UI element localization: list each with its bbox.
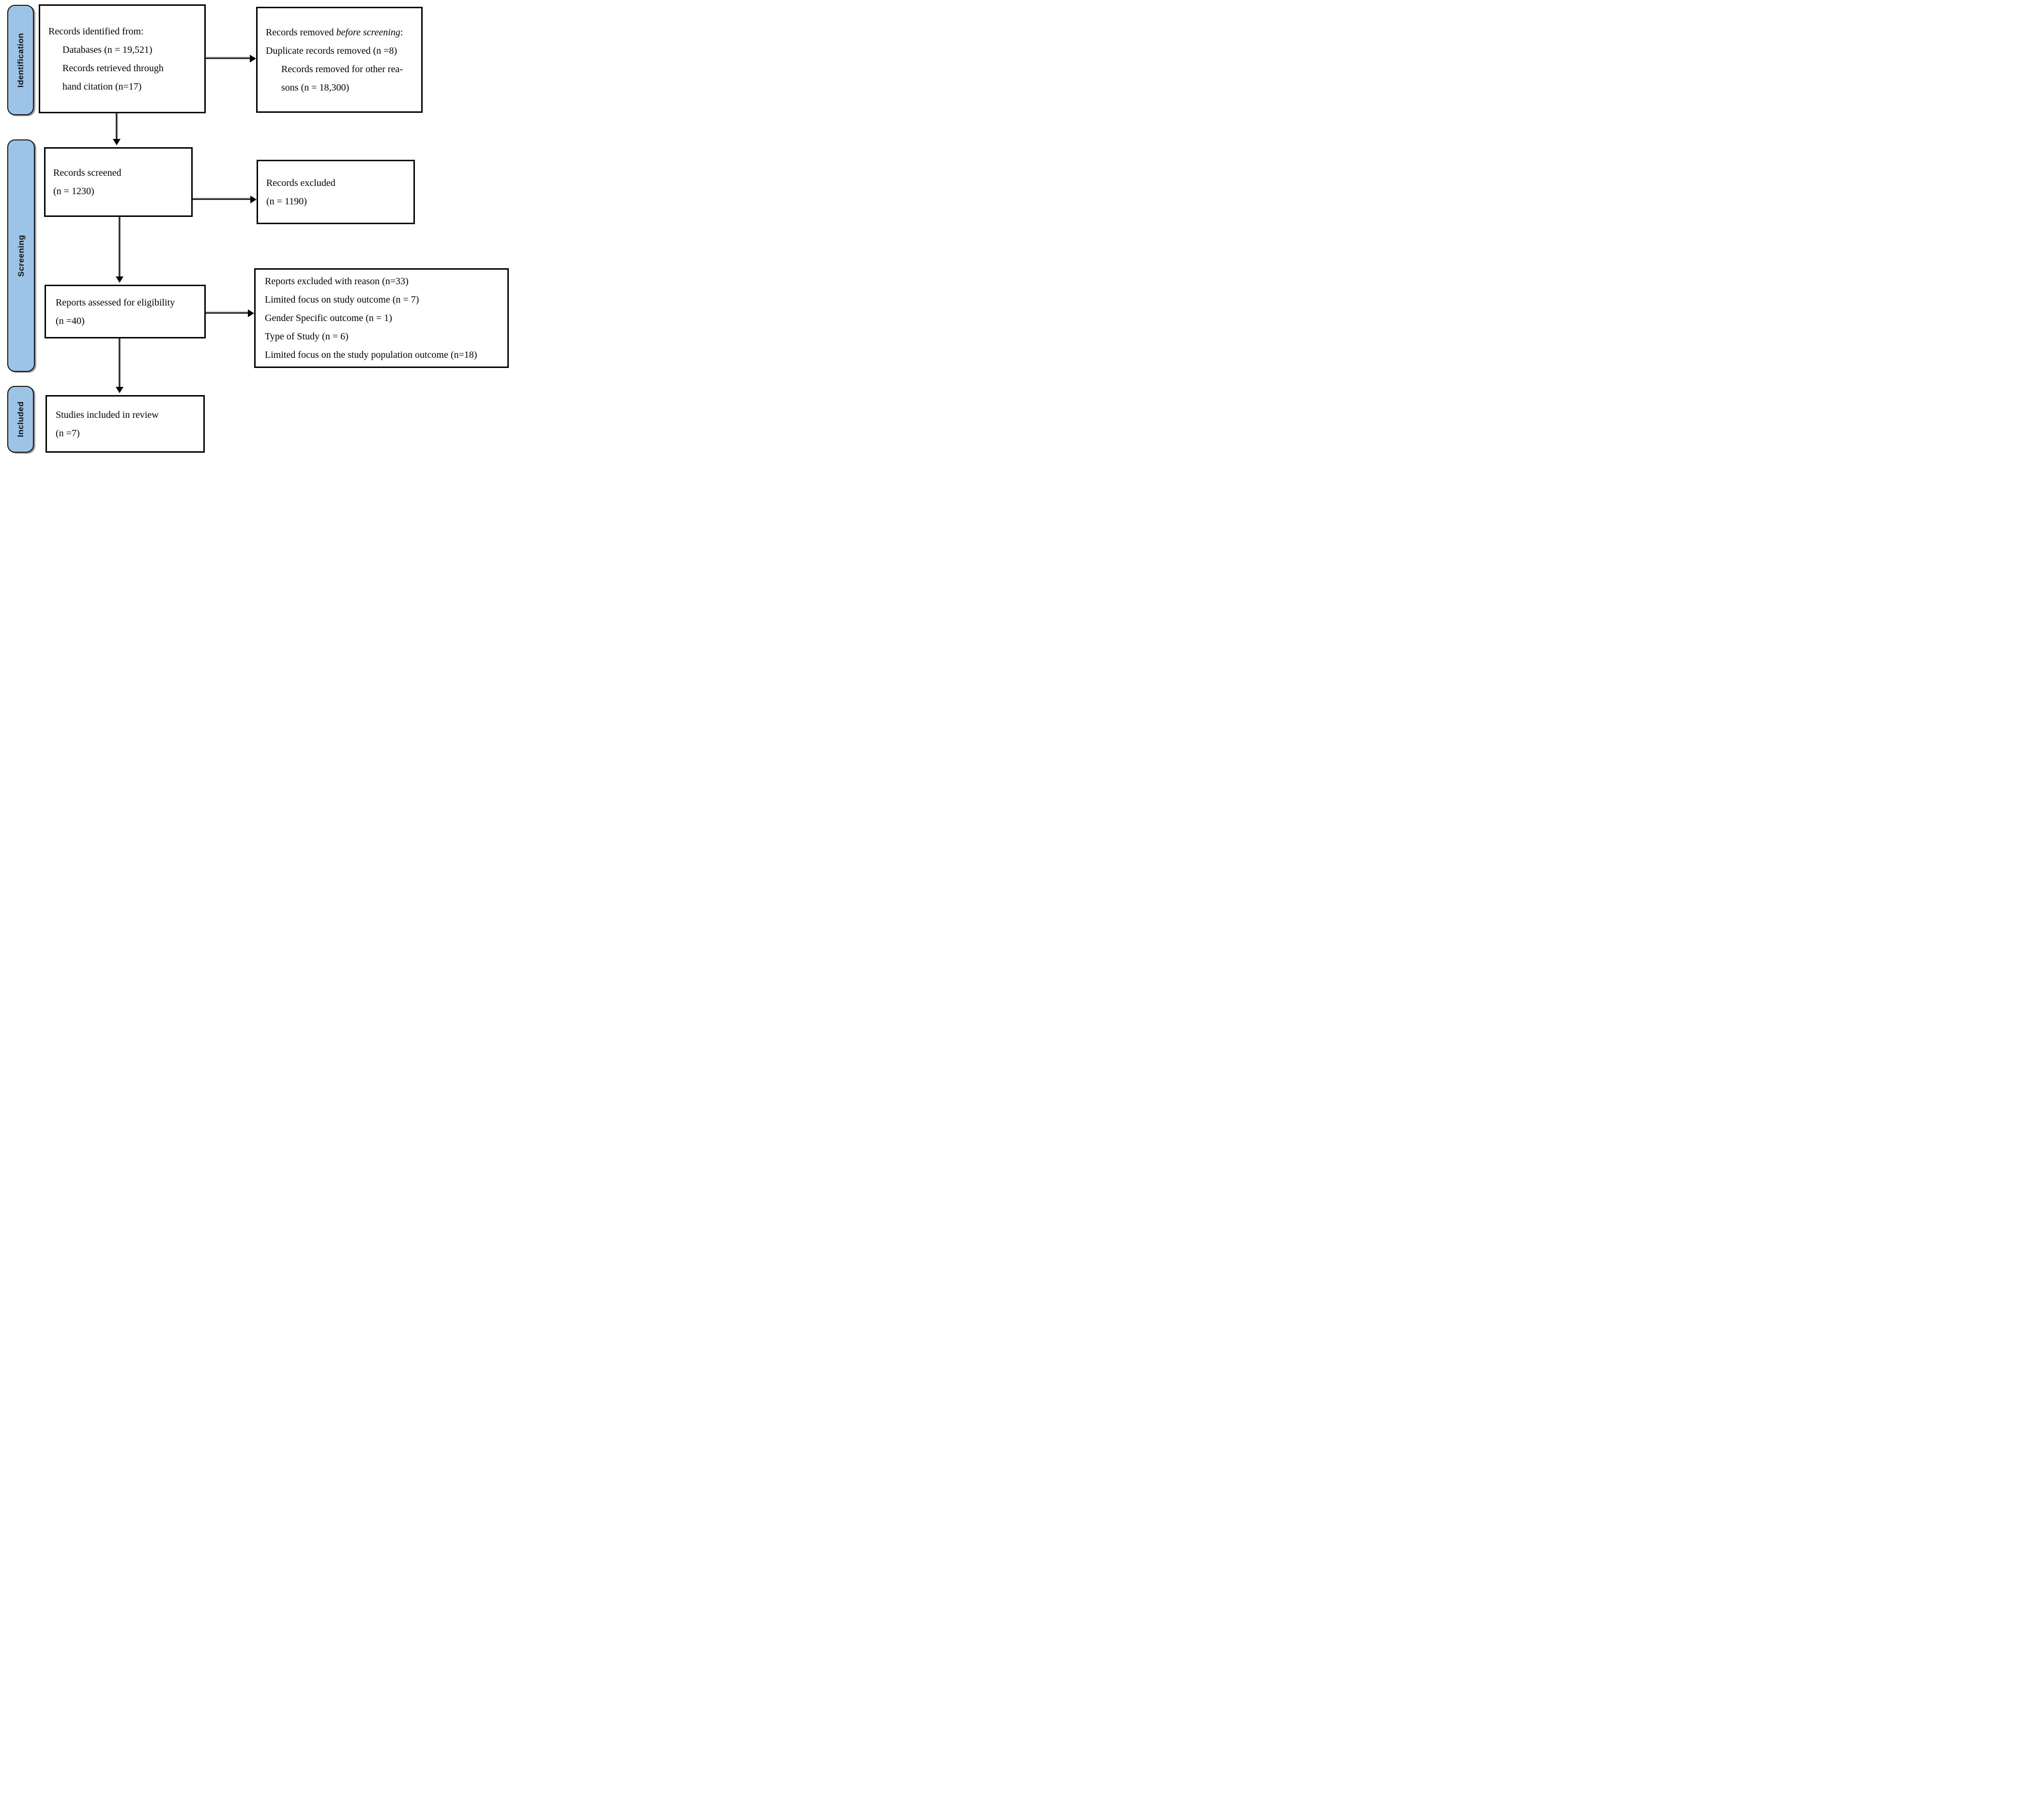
arrow-assessed-to-reports-excluded bbox=[206, 312, 248, 314]
records-removed-other-1: Records removed for other rea- bbox=[281, 63, 403, 75]
records-excluded-count: (n = 1190) bbox=[266, 196, 307, 207]
box-records-identified: Records identified from: Databases (n = … bbox=[39, 4, 206, 113]
stage-label-included: Included bbox=[15, 401, 25, 437]
box-reports-excluded: Reports excluded with reason (n=33) Limi… bbox=[254, 268, 509, 368]
studies-included-count: (n =7) bbox=[56, 428, 80, 439]
stage-bar-identification: Identification bbox=[7, 5, 34, 115]
reports-assessed-count: (n =40) bbox=[56, 315, 85, 326]
records-removed-heading-prefix: Records removed bbox=[266, 27, 336, 38]
stage-bar-included: Included bbox=[7, 386, 34, 453]
reports-excluded-reason-outcome: Limited focus on study outcome (n = 7) bbox=[265, 294, 419, 305]
arrow-identified-to-removed bbox=[206, 58, 250, 59]
box-studies-included: Studies included in review (n =7) bbox=[46, 395, 205, 453]
reports-assessed-text: Reports assessed for eligibility bbox=[56, 297, 175, 308]
studies-included-text: Studies included in review bbox=[56, 409, 159, 420]
box-reports-assessed: Reports assessed for eligibility (n =40) bbox=[45, 285, 206, 338]
records-removed-heading-italic: before screening bbox=[336, 27, 400, 38]
records-identified-heading: Records identified from: bbox=[48, 26, 144, 37]
box-records-removed: Records removed before screening: Duplic… bbox=[256, 7, 423, 113]
records-removed-heading: Records removed before screening: bbox=[266, 23, 418, 42]
reports-excluded-reason-type: Type of Study (n = 6) bbox=[265, 331, 349, 342]
arrow-assessed-to-included bbox=[119, 338, 120, 387]
records-identified-hand-citation-1: Records retrieved through bbox=[62, 62, 164, 74]
prisma-flow-diagram: Identification Screening Included Record… bbox=[0, 0, 511, 455]
box-records-excluded: Records excluded (n = 1190) bbox=[257, 160, 415, 224]
reports-excluded-heading: Reports excluded with reason (n=33) bbox=[265, 276, 409, 287]
records-identified-hand-citation-2: hand citation (n=17) bbox=[62, 81, 142, 92]
records-screened-count: (n = 1230) bbox=[53, 186, 94, 197]
stage-label-identification: Identification bbox=[15, 32, 25, 88]
stage-bar-screening: Screening bbox=[7, 139, 35, 372]
arrow-screened-to-assessed bbox=[119, 217, 120, 276]
reports-excluded-reason-population: Limited focus on the study population ou… bbox=[265, 350, 477, 360]
stage-label-screening: Screening bbox=[16, 234, 26, 277]
records-identified-databases: Databases (n = 19,521) bbox=[62, 44, 153, 55]
arrow-identified-to-screened bbox=[116, 113, 117, 139]
records-removed-duplicates: Duplicate records removed (n =8) bbox=[266, 45, 397, 56]
records-screened-text: Records screened bbox=[53, 168, 122, 178]
box-records-screened: Records screened (n = 1230) bbox=[44, 147, 193, 217]
arrow-screened-to-excluded bbox=[193, 199, 250, 200]
records-removed-other-2: sons (n = 18,300) bbox=[281, 82, 350, 93]
records-removed-heading-suffix: : bbox=[400, 27, 403, 38]
reports-excluded-reason-gender: Gender Specific outcome (n = 1) bbox=[265, 313, 392, 323]
records-excluded-text: Records excluded bbox=[266, 177, 336, 188]
